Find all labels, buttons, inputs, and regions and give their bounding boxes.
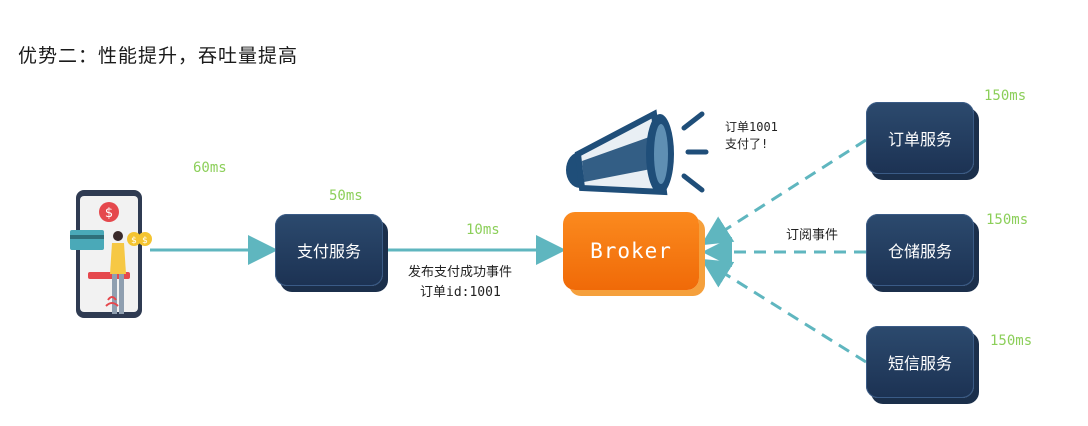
svg-text:$: $ (142, 236, 148, 246)
broker-node: Broker (563, 212, 699, 290)
order-service-node: 订单服务 (866, 102, 974, 174)
megaphone-icon (566, 109, 709, 196)
announce-paid-label: 支付了! (725, 137, 769, 151)
announce-order-label: 订单1001 (725, 120, 778, 134)
publish-event-label: 发布支付成功事件 (408, 265, 513, 280)
dollar-icon (99, 202, 119, 222)
user-to-pay-timing: 60ms (193, 160, 227, 176)
subscribe-event-label: 订阅事件 (786, 228, 839, 243)
credit-card-icon (70, 230, 104, 250)
svg-text:$: $ (105, 206, 113, 221)
sms-service-node: 短信服务 (866, 326, 974, 398)
order-timing: 150ms (984, 88, 1027, 104)
publish-timing: 10ms (466, 222, 500, 238)
storage-service-node: 仓储服务 (866, 214, 974, 286)
sms-to-broker-arrow (700, 258, 867, 364)
svg-text:$: $ (131, 236, 137, 246)
order-id-label: 订单id:1001 (420, 285, 501, 300)
user-phone-illustration: $ $ $ (70, 190, 152, 318)
order-to-broker-arrow (700, 138, 867, 246)
pay-service-node: 支付服务 (275, 214, 383, 286)
sms-timing: 150ms (990, 333, 1033, 349)
storage-timing: 150ms (986, 212, 1029, 228)
page-title: 优势二：性能提升，吞吐量提高 (18, 45, 299, 67)
pay-timing: 50ms (329, 188, 363, 204)
